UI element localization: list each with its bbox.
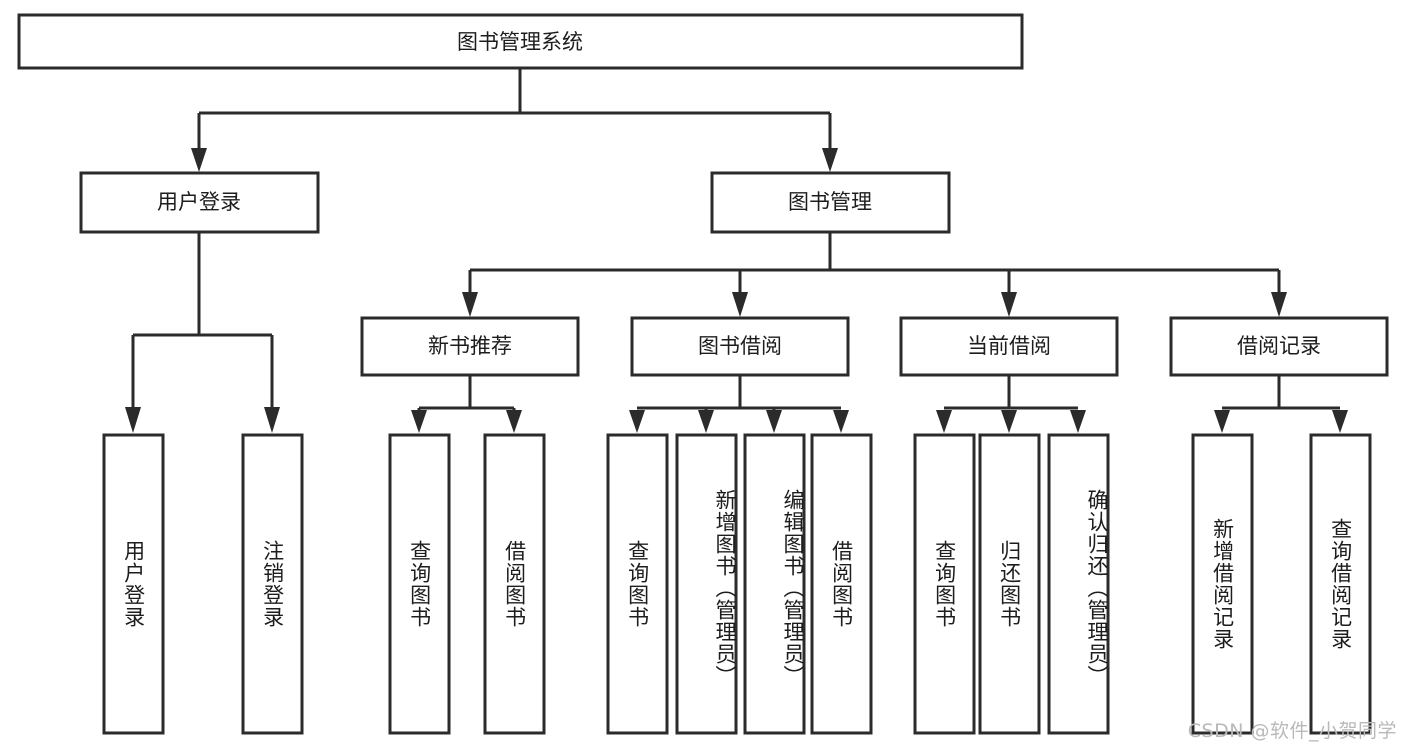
leaf-box-current-borrow-3[interactable] — [1047, 433, 1110, 735]
leaf-box-book-borrow-2[interactable] — [675, 433, 738, 735]
arrow-head-leaf-currentborrow-1 — [936, 410, 952, 433]
node-book-borrow-box[interactable] — [630, 316, 850, 377]
node-borrow-record[interactable]: 借阅记录 — [1169, 316, 1389, 377]
arrow-head-currentborrow — [1001, 292, 1017, 317]
arrow-head-newbook — [462, 292, 478, 317]
leaf-box-current-borrow-1[interactable] — [913, 433, 976, 735]
connector-group-bookmgmt — [462, 232, 1287, 317]
node-borrow-record-label: 借阅记录 — [1237, 334, 1321, 358]
leaf-box-borrow-record-1[interactable] — [1191, 433, 1254, 735]
node-book-management-label: 图书管理 — [788, 190, 872, 214]
arrow-head-bookmgmt — [822, 148, 838, 172]
node-book-management-box[interactable] — [710, 171, 951, 234]
connector-group-newbook — [411, 375, 522, 433]
node-book-borrow-label: 图书借阅 — [698, 334, 782, 358]
leaf-box-borrow-record-2[interactable] — [1309, 433, 1372, 735]
node-borrow-record-box[interactable] — [1169, 316, 1389, 377]
arrow-head-leaf-borrowrecord-2 — [1332, 410, 1348, 433]
node-new-book-recommend-box[interactable] — [360, 316, 580, 377]
arrow-head-leaf-bookborrow-3 — [766, 410, 782, 433]
arrow-head-leaf-newbook-1 — [411, 410, 427, 433]
arrow-head-borrowrecord — [1271, 292, 1287, 317]
connector-group-bookborrow — [629, 375, 849, 433]
node-book-management[interactable]: 图书管理 — [710, 171, 951, 234]
leaf-box-user-login-2[interactable] — [241, 433, 304, 735]
arrow-head-leaf-userlogin-2 — [264, 407, 280, 433]
arrow-head-userlogin — [191, 148, 207, 172]
arrow-head-leaf-bookborrow-2 — [698, 410, 714, 433]
leaf-box-current-borrow-2[interactable] — [978, 433, 1041, 735]
node-new-book-recommend-label: 新书推荐 — [428, 334, 512, 358]
node-root-label: 图书管理系统 — [457, 30, 583, 54]
connector-group-borrowrecord — [1214, 375, 1348, 433]
node-book-borrow[interactable]: 图书借阅 — [630, 316, 850, 377]
node-root-box[interactable] — [17, 13, 1024, 70]
leaf-box-user-login-1[interactable] — [102, 433, 165, 735]
connector-group-currentborrow — [936, 375, 1086, 433]
arrow-head-leaf-bookborrow-1 — [629, 410, 645, 433]
watermark-text: CSDN @软件_小贺同学 — [1187, 720, 1397, 742]
arrow-head-leaf-newbook-2 — [506, 410, 522, 433]
node-root[interactable]: 图书管理系统 — [17, 13, 1024, 70]
leaf-box-book-borrow-1[interactable] — [606, 433, 669, 735]
node-new-book-recommend[interactable]: 新书推荐 — [360, 316, 580, 377]
connector-group-userlogin — [125, 232, 280, 433]
node-current-borrow[interactable]: 当前借阅 — [899, 316, 1119, 377]
arrow-head-leaf-userlogin-1 — [125, 407, 141, 433]
arrow-head-leaf-currentborrow-3 — [1070, 410, 1086, 433]
arrow-head-leaf-currentborrow-2 — [1001, 410, 1017, 433]
node-current-borrow-box[interactable] — [899, 316, 1119, 377]
node-user-login[interactable]: 用户登录 — [79, 171, 320, 234]
node-user-login-label: 用户登录 — [157, 190, 241, 214]
connector-group-root — [191, 68, 838, 172]
leaf-box-book-borrow-4[interactable] — [810, 433, 873, 735]
leaf-box-new-book-1[interactable] — [388, 433, 451, 735]
node-current-borrow-label: 当前借阅 — [967, 334, 1051, 358]
arrow-head-leaf-borrowrecord-1 — [1214, 410, 1230, 433]
node-user-login-box[interactable] — [79, 171, 320, 234]
arrow-head-leaf-bookborrow-4 — [833, 410, 849, 433]
arrow-head-bookborrow — [732, 292, 748, 317]
leaf-box-new-book-2[interactable] — [483, 433, 546, 735]
leaf-box-book-borrow-3[interactable] — [743, 433, 806, 735]
